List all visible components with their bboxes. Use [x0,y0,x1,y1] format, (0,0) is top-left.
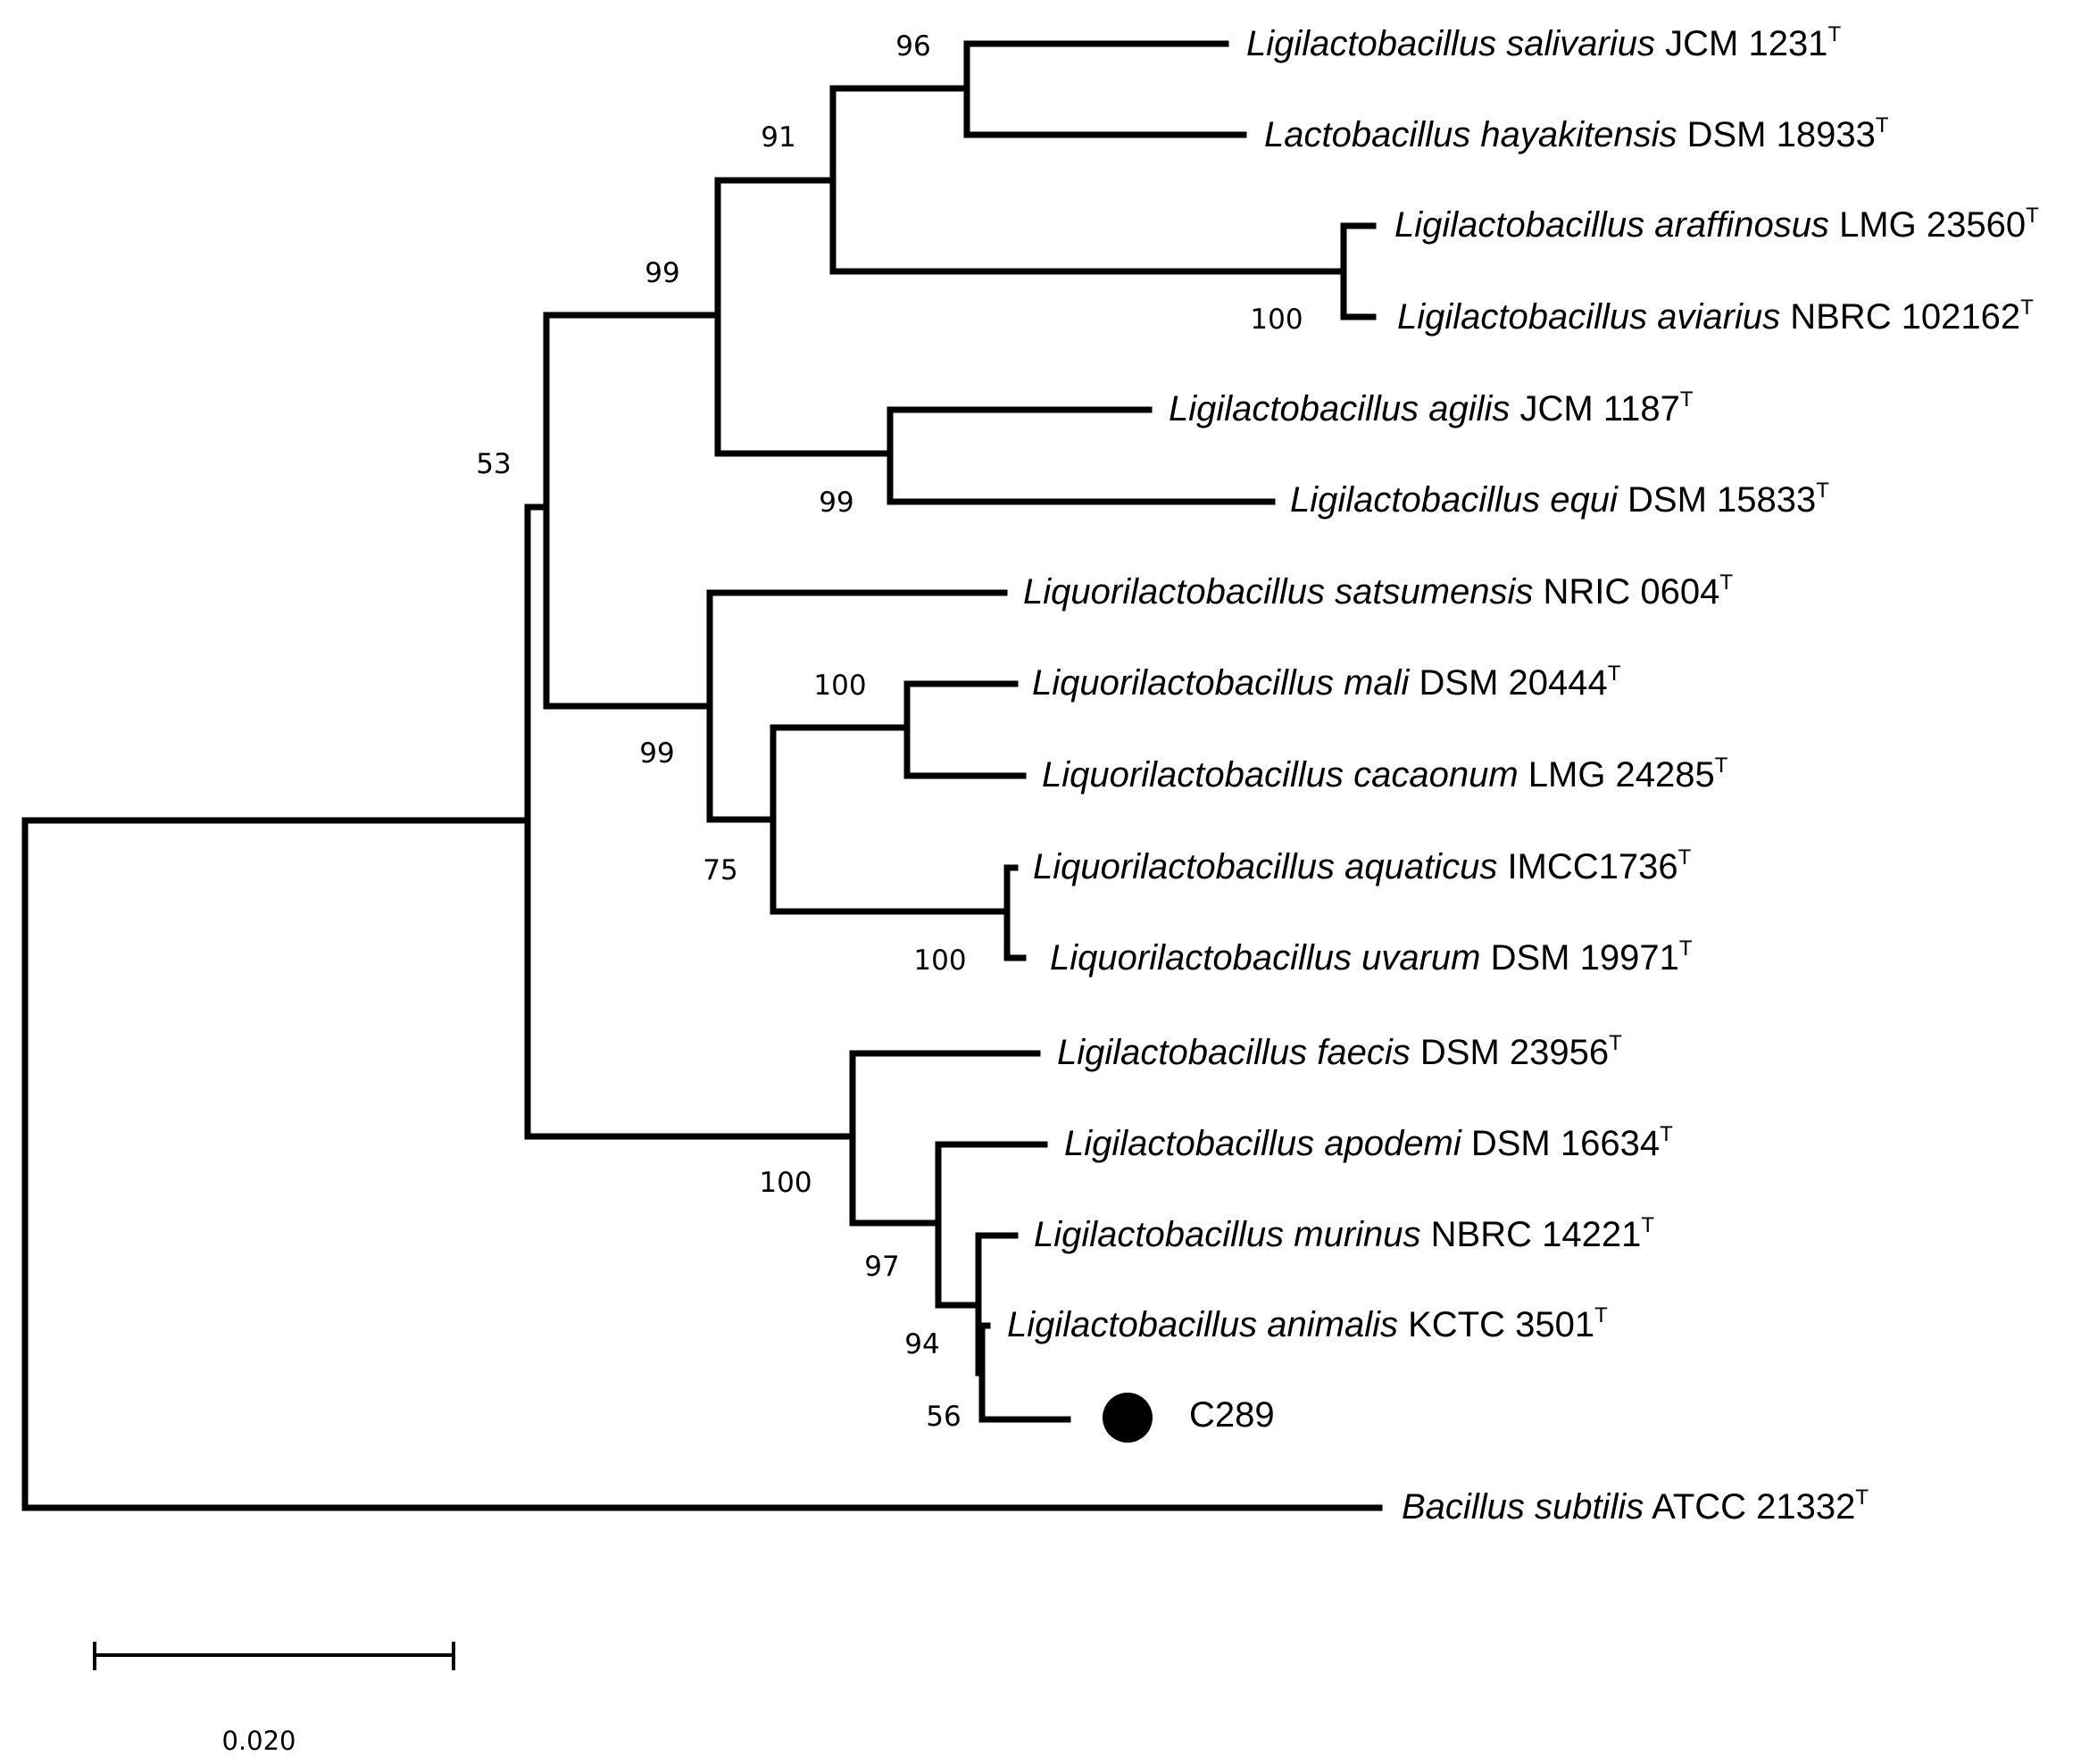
taxon-label-c289: C289 [1189,1395,1275,1435]
taxon-label-outgroup: Bacillus subtilis ATCC 21332T [1402,1485,1869,1527]
taxon-label: Ligilactobacillus animalis KCTC 3501T [1007,1303,1608,1344]
taxon-label: Ligilactobacillus murinus NBRC 14221T [1034,1213,1654,1254]
bootstrap-label: 100 [759,1167,812,1199]
taxon-label: Liquorilactobacillus aquaticus IMCC1736T [1033,845,1692,886]
bootstrap-label: 100 [813,670,866,702]
bootstrap-label: 75 [703,854,737,886]
bootstrap-label: 100 [1250,304,1303,336]
taxon-label: Liquorilactobacillus cacaonum LMG 24285T [1042,753,1728,795]
taxon-label: Liquorilactobacillus uvarum DSM 19971T [1050,936,1693,978]
taxon-labels: Ligilactobacillus salivarius JCM 1231T L… [1007,22,2039,1527]
scale-bar-label: 0.020 [221,1726,296,1756]
taxon-label: Liquorilactobacillus mali DSM 20444T [1032,662,1621,703]
bootstrap-label: 91 [761,121,795,154]
taxon-label: Lactobacillus hayakitensis DSM 18933T [1264,113,1889,154]
bootstrap-label: 99 [645,257,679,289]
taxon-label: Ligilactobacillus salivarius JCM 1231T [1246,22,1841,63]
taxon-label: Liquorilactobacillus satsumensis NRIC 06… [1023,570,1733,612]
bootstrap-label: 56 [926,1401,961,1433]
bootstrap-label: 100 [913,944,966,977]
bootstrap-values: 96 91 100 99 99 53 99 100 75 100 100 97 … [476,30,1303,1433]
scale-bar: 0.020 [93,1642,455,1756]
taxon-label: Ligilactobacillus araffinosus LMG 23560T [1394,204,2039,245]
taxon-label: Ligilactobacillus aviarius NBRC 102162T [1397,295,2034,337]
taxon-label: Ligilactobacillus faecis DSM 23956T [1057,1031,1622,1072]
taxon-label: Ligilactobacillus equi DSM 15833T [1290,478,1829,520]
bootstrap-label: 53 [476,448,511,480]
tree-branches [21,40,1383,1511]
taxon-label: Ligilactobacillus agilis JCM 1187T [1169,387,1694,429]
filled-circle-icon [1103,1393,1153,1443]
bootstrap-label: 97 [864,1251,899,1283]
bootstrap-label: 96 [895,30,930,62]
bootstrap-label: 99 [819,487,853,519]
bootstrap-label: 99 [639,737,674,770]
bootstrap-label: 94 [904,1328,939,1360]
taxon-label: Ligilactobacillus apodemi DSM 16634T [1064,1122,1673,1163]
